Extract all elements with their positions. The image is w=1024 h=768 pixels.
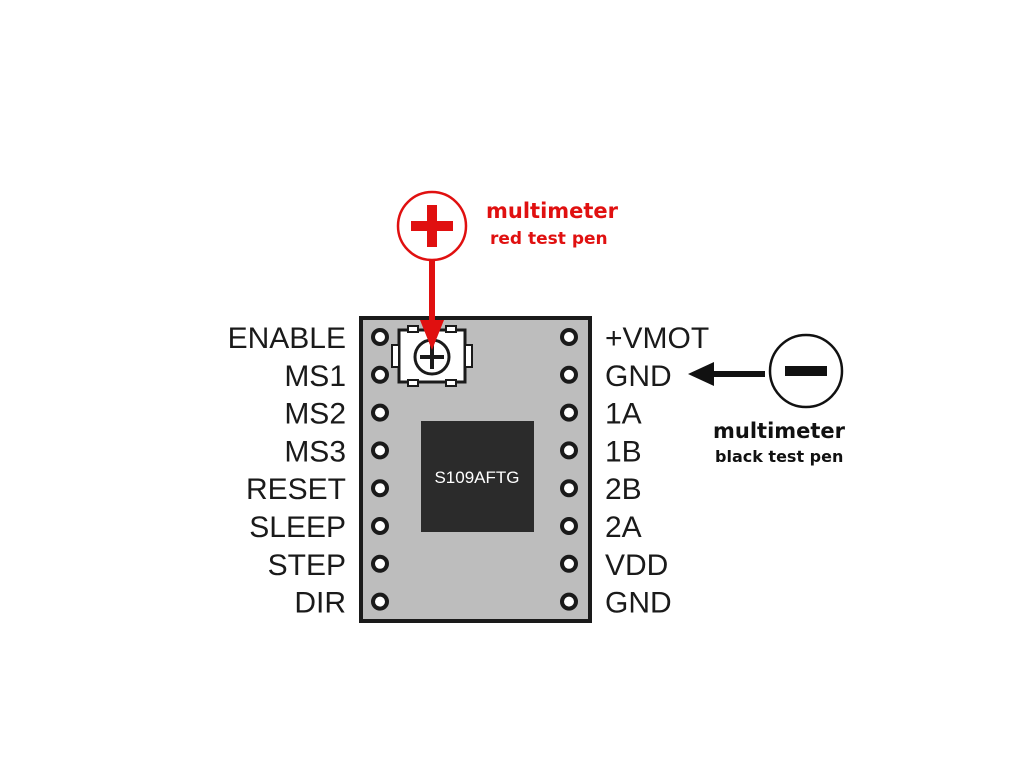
left-pin-label: MS1 [284,360,346,393]
chip-label: S109AFTG [434,468,519,487]
left-pin-hole [371,479,389,498]
right-pin-label: 1B [605,435,642,468]
left-pin-label: MS2 [284,398,346,431]
driver-chip [421,421,534,532]
right-pin-label: GND [605,587,672,620]
black-probe-title: multimeter [713,419,846,443]
left-pin-hole [371,403,389,422]
black-probe-marker [688,333,844,409]
left-pin-label: ENABLE [228,322,346,355]
right-pin-label: 2A [605,511,642,544]
left-pin-hole [371,328,389,346]
minus-icon [785,366,827,376]
right-pin-hole [560,517,578,535]
right-pin-hole [560,365,578,384]
left-pin-label: SLEEP [249,511,346,544]
black-probe-subtitle: black test pen [715,447,843,466]
right-pin-label: VDD [605,549,668,582]
right-pin-label: GND [605,360,672,393]
right-pin-hole [560,554,578,573]
right-pin-header: +VMOT GND 1A 1B 2B 2A VDD GND [560,322,709,620]
right-pin-hole [560,592,578,611]
left-pin-hole [371,517,389,535]
red-arrow-head [420,320,444,350]
red-probe-subtitle: red test pen [490,229,608,249]
left-pin-label: DIR [294,587,346,620]
right-pin-hole [560,403,578,422]
right-pin-hole [560,441,578,460]
left-pin-hole [371,441,389,460]
left-pin-label: STEP [268,549,346,582]
plus-icon [411,205,453,247]
right-pin-label: 2B [605,473,642,506]
left-pin-hole [371,592,389,611]
black-arrow-head [688,362,714,386]
right-pin-label: +VMOT [605,322,709,355]
left-pin-hole [371,365,389,384]
left-pin-label: RESET [246,473,346,506]
left-pin-hole [371,554,389,573]
red-probe-marker [396,190,468,350]
right-pin-label: 1A [605,398,642,431]
right-pin-hole [560,479,578,498]
right-pin-hole [560,328,578,346]
red-probe-title: multimeter [486,199,619,223]
left-pin-label: MS3 [284,435,346,468]
